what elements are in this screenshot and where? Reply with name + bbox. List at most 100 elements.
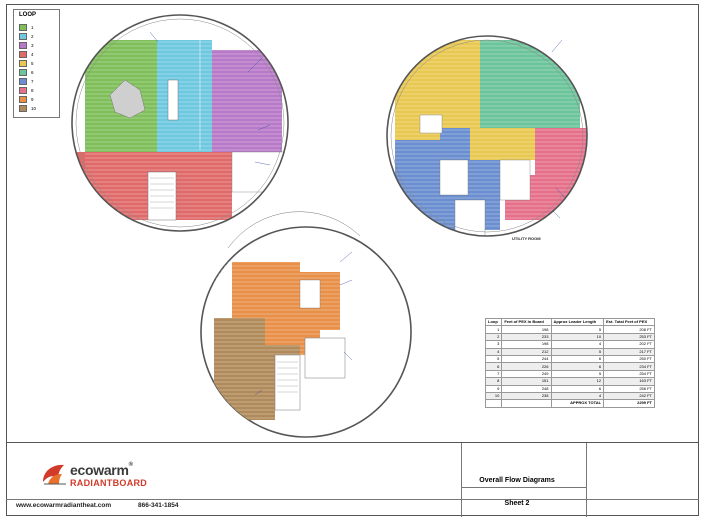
floor-plan-lower [200, 211, 412, 438]
legend-label: 5 [31, 61, 34, 66]
legend-item: 3 [19, 42, 34, 50]
table-cell: 244 [501, 354, 552, 364]
flow-table-header: Loop Feet of PEX In Board Approx Leader … [484, 317, 655, 327]
table-cell: 248 [501, 384, 552, 393]
table-cell: 5 [550, 347, 605, 356]
legend-item: 9 [19, 96, 34, 104]
col-loop: Loop [484, 317, 503, 327]
legend-label: 2 [31, 34, 34, 39]
table-cell: 6 [550, 362, 605, 371]
flow-table: Loop Feet of PEX In Board Approx Leader … [484, 317, 655, 408]
col-pex-in-board: Feet of PEX In Board [501, 317, 552, 327]
table-cell: 4 [550, 340, 605, 349]
legend-swatch [19, 24, 27, 32]
table-cell: 6 [550, 384, 605, 393]
legend-label: 3 [31, 43, 34, 48]
legend-swatch [19, 87, 27, 95]
legend-swatch [19, 60, 27, 68]
legend-item: 2 [19, 33, 34, 41]
brand-name: ecowarm® [70, 462, 133, 478]
total-label: APPROX TOTAL [550, 399, 605, 408]
table-cell: 10 [484, 391, 503, 401]
table-cell: 5 [484, 354, 503, 364]
legend-swatch [19, 105, 27, 113]
floor-plan-upper-right: UTILITY ROOM [386, 35, 588, 241]
legend-swatch [19, 42, 27, 50]
table-cell: 233 [501, 332, 552, 342]
legend-label: 9 [31, 97, 34, 102]
table-cell: 1 [484, 325, 503, 334]
legend-item: 4 [19, 51, 34, 59]
ecowarm-logo-icon [43, 464, 66, 485]
legend-item: 1 [19, 24, 34, 32]
table-cell: 253 FT [603, 332, 655, 342]
table-cell: 234 FT [603, 362, 655, 371]
phone-text: 866-341-1854 [138, 502, 179, 509]
legend-label: 6 [31, 70, 34, 75]
legend-swatch [19, 33, 27, 41]
table-cell: 12 [550, 377, 605, 386]
table-cell: 198 [501, 340, 552, 349]
legend-label: 10 [31, 106, 37, 111]
table-cell: 198 [501, 325, 552, 334]
legend-label: 1 [31, 25, 34, 30]
table-cell: 8 [484, 377, 503, 386]
table-cell: 9 [484, 384, 503, 393]
table-cell: 217 FT [603, 347, 655, 356]
brand-sub-name: RADIANTBOARD [70, 478, 148, 488]
table-cell: 2 [484, 332, 503, 342]
legend-swatch [19, 69, 27, 77]
table-cell: 212 [501, 347, 552, 356]
legend-swatch [19, 96, 27, 104]
table-cell: 4 [550, 391, 605, 401]
legend-swatch [19, 51, 27, 59]
table-cell: 226 [501, 362, 552, 371]
table-cell: 5 [550, 325, 605, 334]
legend-item: 6 [19, 69, 34, 77]
table-cell: 256 FT [603, 384, 655, 393]
col-total-pex: Est. Total Feet of PEX [603, 317, 655, 327]
legend-item: 8 [19, 87, 34, 95]
table-cell: 238 [501, 391, 552, 401]
table-cell: 163 FT [603, 377, 655, 386]
legend-item: 5 [19, 60, 34, 68]
table-cell: 10 [550, 332, 605, 342]
col-leader-length: Approx Leader Length [550, 317, 605, 327]
table-cell: 6 [484, 362, 503, 371]
table-cell: 250 FT [603, 354, 655, 364]
legend-label: 8 [31, 88, 34, 93]
legend-item: 10 [19, 105, 37, 113]
sheet-number: Sheet 2 [504, 500, 530, 507]
table-cell: 6 [550, 354, 605, 364]
table-cell: 254 FT [603, 369, 655, 379]
table-cell: 151 [501, 377, 552, 386]
legend-label: 4 [31, 52, 34, 57]
total-value: 2299 FT [603, 399, 655, 408]
legend-item: 7 [19, 78, 34, 86]
table-cell: 202 FT [603, 340, 655, 349]
title-block [6, 442, 699, 517]
loop-legend: LOOP 1 2 3 4 5 6 7 8 9 10 [13, 9, 60, 118]
table-cell: 242 FT [603, 391, 655, 401]
sheet-title: Overall Flow Diagrams [479, 477, 555, 484]
table-cell: 5 [550, 369, 605, 379]
floor-plan-upper-left [71, 14, 289, 232]
table-cell: 3 [484, 340, 503, 349]
table-cell: 208 FT [603, 325, 655, 334]
website-text: www.ecowarmradiantheat.com [16, 502, 112, 509]
table-cell: 249 [501, 369, 552, 379]
legend-title: LOOP [19, 12, 37, 18]
table-cell: 7 [484, 369, 503, 379]
floor-plans: UTILITY ROOM [71, 14, 588, 438]
utility-room-label: UTILITY ROOM [512, 236, 541, 241]
